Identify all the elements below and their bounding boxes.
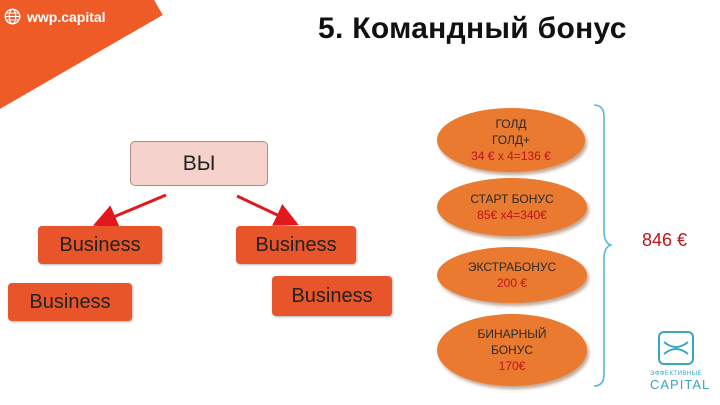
capital-logo: ЭФФЕКТИВНЫЕ CAPITAL: [650, 330, 711, 392]
arrow-right: [236, 194, 299, 226]
bonus-binary-line-1: БИНАРНЫЙ: [477, 327, 547, 341]
bonus-gold-line-2: ГОЛД+: [491, 133, 531, 147]
bonus-binary-amount: 170€: [498, 359, 526, 373]
bonus-start: СТАРТ БОНУС 85€ x4=340€: [437, 178, 587, 236]
bonus-extra: ЭКСТРАБОНУС 200 €: [437, 247, 587, 303]
bonus-extra-line-1: ЭКСТРАБОНУС: [467, 260, 557, 274]
page-title: 5. Командный бонус: [318, 12, 627, 45]
logo-big-text: CAPITAL: [650, 377, 711, 392]
business-box-2: Business: [236, 226, 356, 264]
bonus-gold: ГОЛД ГОЛД+ 34 € x 4=136 €: [437, 108, 585, 172]
brand-text: wwp.capital: [27, 8, 106, 25]
bonus-binary-line-2: БОНУС: [490, 343, 534, 357]
bonus-extra-amount: 200 €: [496, 276, 528, 290]
business-box-3: Business: [8, 283, 132, 321]
brand[interactable]: wwp.capital: [4, 8, 106, 25]
globe-icon: [4, 8, 21, 25]
you-box: ВЫ: [130, 141, 268, 186]
bonus-binary: БИНАРНЫЙ БОНУС 170€: [437, 314, 587, 386]
total-amount: 846 €: [642, 230, 688, 250]
bonus-start-amount: 85€ x4=340€: [477, 208, 547, 222]
logo-small-text: ЭФФЕКТИВНЫЕ: [650, 371, 703, 377]
bonus-start-line-1: СТАРТ БОНУС: [470, 192, 554, 206]
arrow-left: [92, 193, 167, 228]
business-box-4: Business: [272, 276, 392, 316]
logo-icon: [658, 331, 694, 365]
bonus-gold-line-1: ГОЛД: [495, 117, 527, 131]
business-box-1: Business: [38, 226, 162, 264]
bonus-gold-amount: 34 € x 4=136 €: [471, 149, 551, 163]
curly-brace: [593, 104, 612, 387]
